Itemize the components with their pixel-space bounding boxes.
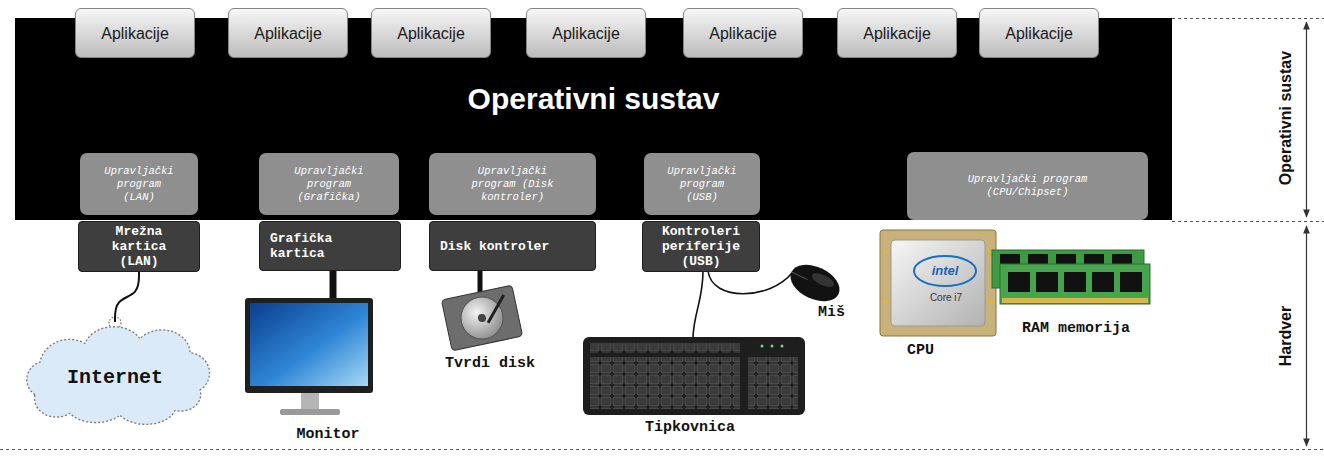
keyboard-figure <box>583 337 805 415</box>
driver-box: Upravljački program (USB) <box>644 153 760 215</box>
keyboard-figure <box>771 345 774 348</box>
usb-wires <box>693 271 792 337</box>
monitor-figure <box>245 298 373 393</box>
layer-axis <box>1306 226 1307 446</box>
device-label: CPU <box>907 342 934 360</box>
layer-label: Operativni sustav <box>1276 51 1295 185</box>
application-box: Aplikacije <box>837 8 957 58</box>
node-text: Aplikacije <box>254 24 322 43</box>
node-text: Upravljački program (Grafička) <box>284 165 374 204</box>
ram-figure <box>1000 264 1150 304</box>
node-text: Upravljački program (USB) <box>662 165 742 204</box>
layer-axis <box>0 19 1324 450</box>
layer-axis <box>1172 18 1324 19</box>
cpu-figure <box>880 230 996 336</box>
application-box: Aplikacije <box>526 8 646 58</box>
ram-figure <box>1120 272 1142 292</box>
driver-box: Upravljački program (Grafička) <box>259 153 399 215</box>
keyboard-figure <box>761 345 764 348</box>
cpu-figure <box>891 240 985 326</box>
monitor-figure <box>280 409 340 415</box>
node-text: Operativni sustav <box>468 82 720 116</box>
application-box: Aplikacije <box>75 8 195 58</box>
hard-disk-figure <box>441 285 522 351</box>
application-box: Aplikacije <box>228 8 348 58</box>
layer-axis <box>1172 221 1324 222</box>
keyboard-figure <box>590 343 740 353</box>
monitor-figure <box>301 393 319 410</box>
mouse-figure <box>785 258 846 309</box>
node-text: Internet <box>67 366 163 390</box>
driver-box: Upravljački program (CPU/Chipset) <box>907 152 1148 220</box>
driver-box: Upravljački program (LAN) <box>80 153 198 215</box>
device-label: Monitor <box>296 426 359 444</box>
application-box: Aplikacije <box>683 8 803 58</box>
monitor-figure <box>250 303 368 386</box>
monitor-figure <box>330 271 337 300</box>
node-text: Kontroleri periferije (USB) <box>656 224 746 269</box>
cpu-figure <box>883 250 888 253</box>
hard-disk-figure <box>441 271 522 351</box>
chip-model: Core i7 <box>930 292 962 304</box>
ram-figure <box>992 250 1150 304</box>
driver-box: Upravljački program (Disk kontroler) <box>429 153 596 215</box>
keyboard-figure <box>781 345 784 348</box>
mouse-figure <box>785 258 846 309</box>
layer-axis <box>0 449 1324 450</box>
layer-label: Hardver <box>1276 306 1295 366</box>
monitor-figure <box>245 271 373 415</box>
hardware-box: Disk kontroler <box>429 221 596 271</box>
ram-figure <box>1064 272 1086 292</box>
keyboard-figure <box>583 337 805 415</box>
application-box: Aplikacije <box>371 8 491 58</box>
cpu-figure <box>914 256 976 286</box>
ram-figure <box>1036 272 1058 292</box>
node-text: Aplikacije <box>1005 24 1073 43</box>
node-text: Mrežna kartica (LAN) <box>99 224 179 269</box>
mouse-figure <box>785 258 846 309</box>
node-text: Aplikacije <box>101 24 169 43</box>
ram-figure <box>1008 272 1030 292</box>
usb-wires <box>708 271 792 294</box>
ram-figure <box>1092 272 1114 292</box>
mouse-figure <box>810 270 836 289</box>
node-text: Upravljački program (CPU/Chipset) <box>958 173 1098 199</box>
ram-figure <box>1002 298 1148 303</box>
hardware-box: Kontroleri periferije (USB) <box>642 221 760 272</box>
keyboard-figure <box>590 357 740 409</box>
node-text: Disk kontroler <box>440 239 549 254</box>
hardware-box: Grafička kartica <box>259 221 401 271</box>
cloud-outline <box>27 327 210 425</box>
device-label: Tipkovnica <box>645 419 735 437</box>
hard-disk-figure <box>478 271 483 292</box>
hardware-box: Mrežna kartica (LAN) <box>78 221 200 272</box>
chip-logo: intel <box>932 263 959 278</box>
node-text: Grafička kartica <box>270 231 360 261</box>
node-text: Upravljački program (LAN) <box>99 165 179 204</box>
cpu-figure <box>988 300 993 303</box>
cpu-figure <box>880 230 996 336</box>
mouse-figure <box>791 272 807 280</box>
network-cloud: Internet <box>5 322 225 430</box>
hard-disk-figure <box>441 285 522 351</box>
keyboard-figure <box>748 357 798 409</box>
device-label: Miš <box>818 304 845 322</box>
cpu-figure <box>883 300 888 303</box>
usb-wires <box>693 271 703 337</box>
node-text: Aplikacije <box>552 24 620 43</box>
hard-disk-figure <box>483 295 509 323</box>
device-label: RAM memorija <box>1022 320 1130 338</box>
network-cable <box>115 272 139 322</box>
device-label: Tvrdi disk <box>445 355 535 373</box>
node-text: Aplikacije <box>397 24 465 43</box>
node-text: Aplikacije <box>863 24 931 43</box>
layer-axis <box>1306 22 1307 217</box>
application-box: Aplikacije <box>979 8 1099 58</box>
node-text: Upravljački program (Disk kontroler) <box>460 165 565 204</box>
node-text: Aplikacije <box>709 24 777 43</box>
hard-disk-figure <box>477 313 486 322</box>
